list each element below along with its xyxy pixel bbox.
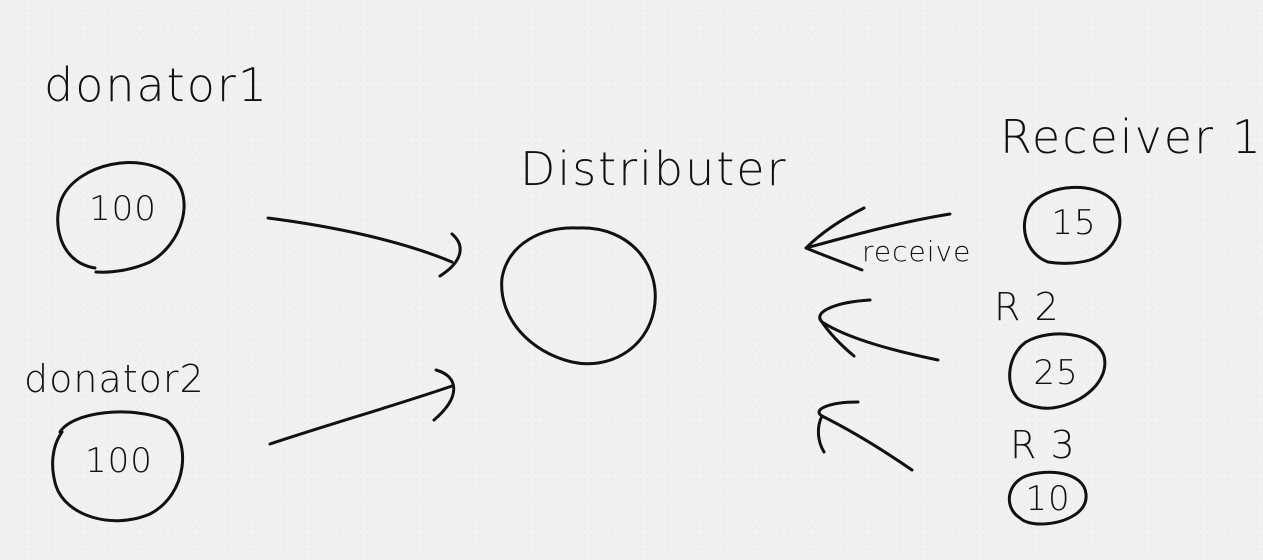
receiver2-circle: [1008, 332, 1107, 410]
donator1-label: donator1: [44, 58, 270, 112]
donator2-label: donator2: [24, 357, 205, 401]
donator2-amount: 100: [85, 441, 153, 481]
arrow-donator2-to-distributor: [268, 384, 454, 446]
donator1-amount: 100: [89, 189, 157, 229]
arrow-receiver3-tail: [816, 414, 826, 454]
distributor-circle: [500, 226, 657, 366]
receiver3-amount: 10: [1025, 479, 1071, 519]
receiver3-label: R 3: [1010, 423, 1076, 467]
receiver1-circle: [1022, 185, 1122, 265]
donator1-circle: [56, 161, 186, 274]
receiver3-circle: [1007, 470, 1088, 526]
arrow-receiver1-head: [804, 206, 866, 272]
arrow-donator1-to-distributor: [266, 216, 454, 264]
distributor-label: Distributer: [520, 142, 788, 196]
arrow-receiver2-tail: [820, 320, 856, 358]
arrow-donator2-head: [432, 368, 456, 422]
arrow-receiver3: [817, 400, 914, 472]
arrow-receiver2: [818, 298, 940, 362]
donator2-circle: [51, 410, 185, 523]
receive-arrow-label: receive: [862, 235, 972, 268]
receiver2-label: R 2: [994, 285, 1060, 329]
receiver2-amount: 25: [1033, 353, 1079, 393]
arrow-receiver1-receive: [804, 212, 952, 250]
receiver1-label: Receiver 1: [1000, 110, 1263, 164]
receiver1-amount: 15: [1051, 203, 1097, 243]
arrow-donator1-head: [438, 232, 462, 278]
